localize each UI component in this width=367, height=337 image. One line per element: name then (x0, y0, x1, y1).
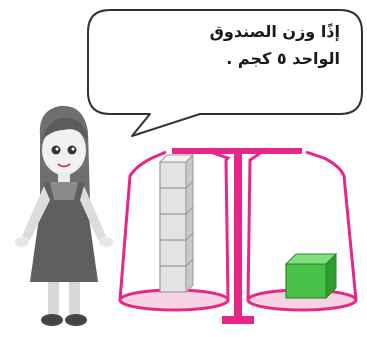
white-cube (160, 155, 193, 188)
speech-line-2: الواحد ٥ كجم . (150, 45, 340, 72)
scale-base (222, 316, 254, 324)
scale-beam (172, 148, 302, 154)
green-cube (286, 254, 336, 298)
scale-post (234, 154, 242, 318)
speech-line-1: إذًا وزن الصندوق (150, 18, 340, 45)
balance-scale (120, 148, 356, 324)
girl-figure (15, 106, 113, 326)
white-cube-stack (160, 155, 193, 292)
speech-bubble-text: إذًا وزن الصندوق الواحد ٥ كجم . (150, 18, 340, 72)
